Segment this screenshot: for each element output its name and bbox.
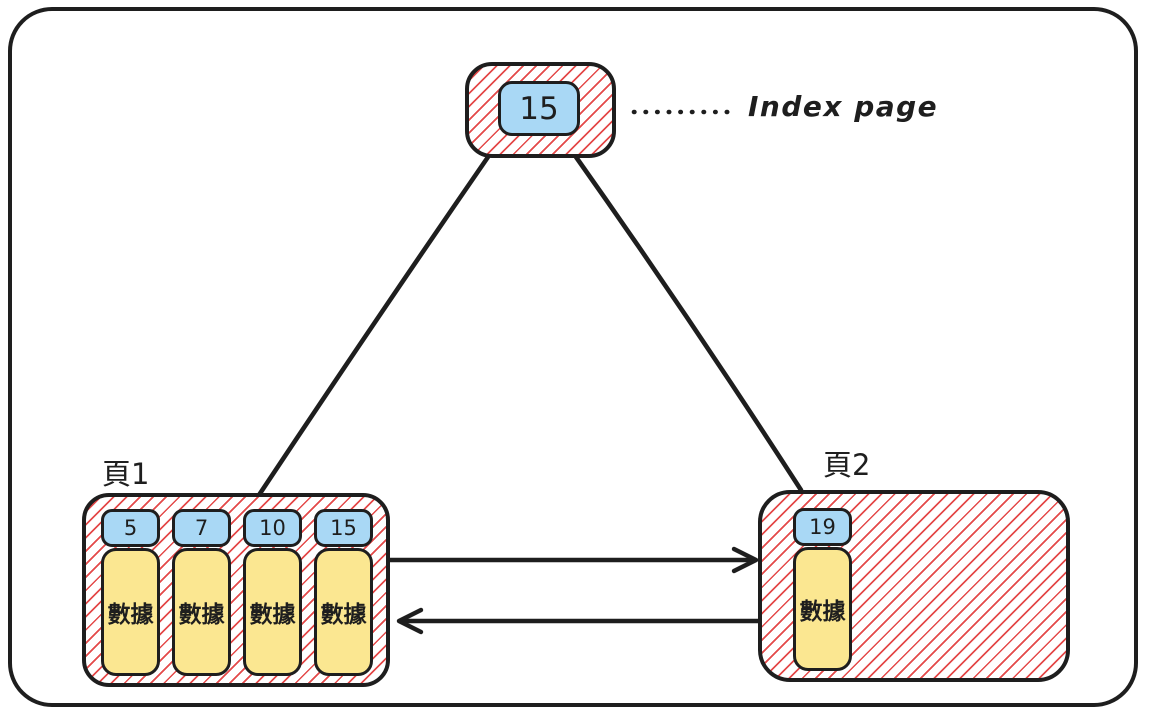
data-label: 數據 [799, 599, 846, 625]
data-cell: 數據 [314, 548, 373, 676]
data-cell: 數據 [172, 548, 231, 676]
data-label: 數據 [249, 602, 296, 628]
index-key-cell: 15 [498, 81, 580, 136]
key-value: 19 [809, 515, 836, 539]
index-page-node: 15 [465, 62, 616, 158]
key-cell: 7 [172, 509, 231, 547]
key-cell: 10 [243, 509, 302, 547]
data-cell: 數據 [793, 547, 852, 671]
index-key-value: 15 [519, 90, 559, 127]
key-value: 10 [259, 516, 286, 540]
page2-node: 19 數據 [758, 490, 1070, 682]
key-value: 5 [123, 516, 138, 540]
page1-node: 5 數據 7 數據 10 數據 15 [82, 493, 390, 687]
page1-slot-2: 7 數據 [172, 497, 231, 683]
data-label: 數據 [178, 602, 225, 628]
outer-frame [8, 7, 1138, 707]
page1-slot-1: 5 數據 [101, 497, 160, 683]
key-value: 7 [194, 516, 209, 540]
key-cell: 19 [793, 508, 852, 546]
page1-slot-4: 15 數據 [314, 497, 373, 683]
page1-slot-3: 10 數據 [243, 497, 302, 683]
data-label: 數據 [320, 602, 367, 628]
page2-label: 頁2 [823, 448, 871, 482]
data-label: 數據 [107, 602, 154, 628]
page2-slot-1: 19 數據 [793, 494, 852, 678]
index-page-annotation: Index page [748, 90, 939, 123]
key-cell: 15 [314, 509, 373, 547]
key-value: 15 [330, 516, 357, 540]
page1-label: 頁1 [102, 457, 150, 491]
data-cell: 數據 [101, 548, 160, 676]
key-cell: 5 [101, 509, 160, 547]
data-cell: 數據 [243, 548, 302, 676]
